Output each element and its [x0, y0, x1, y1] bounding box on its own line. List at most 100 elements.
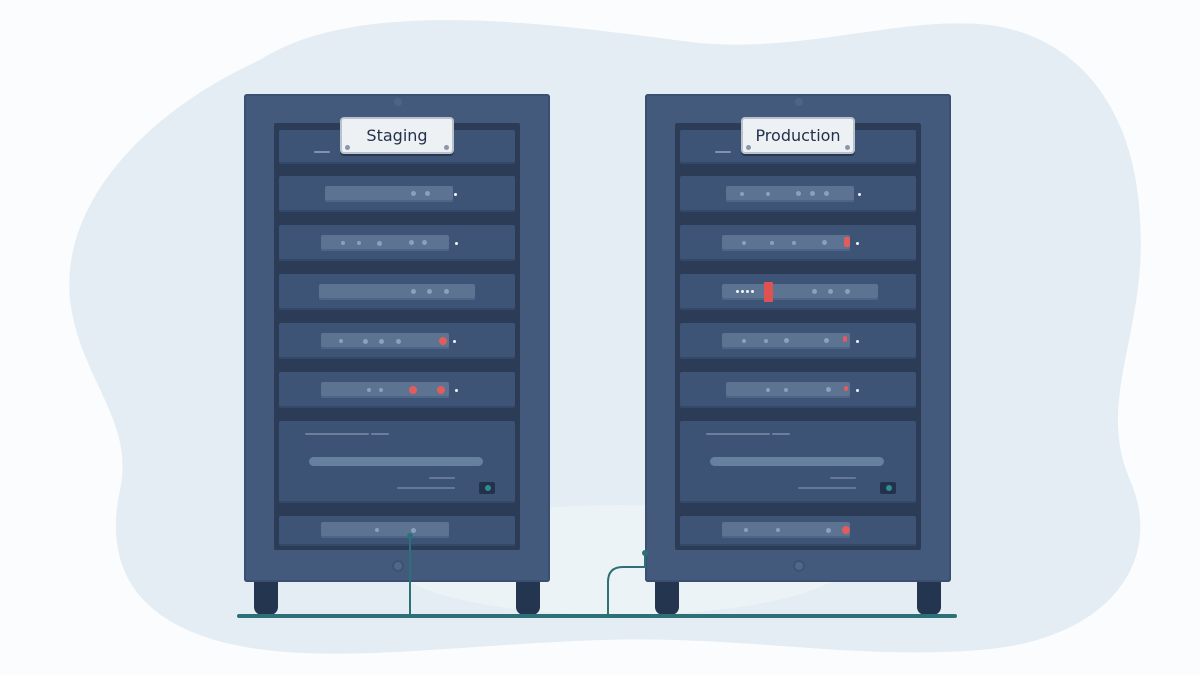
status-led [375, 528, 379, 532]
drive-slot [722, 522, 850, 538]
server-unit [279, 225, 515, 261]
server-unit [680, 372, 916, 408]
status-led [339, 339, 343, 343]
status-led [740, 192, 744, 196]
production-cable [607, 552, 646, 616]
server-unit [680, 176, 916, 212]
drive-slot [319, 284, 475, 300]
status-led [411, 528, 416, 533]
status-led [411, 191, 416, 196]
staging-rack: Staging [244, 94, 550, 615]
status-led [812, 289, 817, 294]
status-led [828, 289, 833, 294]
status-led [784, 388, 788, 392]
status-led [751, 290, 754, 293]
server-unit [279, 274, 515, 310]
vent-tick [772, 433, 790, 435]
port-led [485, 485, 491, 491]
plate-screw [345, 145, 350, 150]
plate-screw [444, 145, 449, 150]
status-led [454, 193, 457, 196]
status-led [363, 339, 368, 344]
cabinet-base-detail [793, 560, 805, 572]
status-led [824, 338, 829, 343]
status-led [379, 388, 383, 392]
status-led [367, 388, 371, 392]
alert-led [843, 336, 847, 342]
cabinet-top-detail [394, 98, 402, 106]
status-led [422, 240, 427, 245]
drive-slot [726, 186, 854, 202]
drive-slot [321, 333, 449, 349]
server-unit [680, 274, 916, 310]
status-led [411, 289, 416, 294]
cabinet-base-detail [392, 560, 404, 572]
server-unit [279, 372, 515, 408]
rack-label-plate: Staging [340, 117, 454, 154]
status-led [377, 241, 382, 246]
status-led [742, 241, 746, 245]
drive-rail [710, 457, 884, 466]
status-led [409, 240, 414, 245]
drive-slot [321, 522, 449, 538]
status-led [455, 389, 458, 392]
drive-slot [726, 382, 850, 398]
alert-led [409, 386, 417, 394]
floor-cable-line [237, 614, 957, 618]
status-led [396, 339, 401, 344]
server-unit [279, 323, 515, 359]
server-unit [680, 323, 916, 359]
server-unit [279, 176, 515, 212]
alert-led [764, 282, 773, 302]
vent-tick [715, 151, 731, 153]
status-led [764, 339, 768, 343]
storage-unit [279, 421, 515, 503]
status-led [826, 387, 831, 392]
production-rack: Production [645, 94, 951, 615]
status-led [856, 389, 859, 392]
status-led [796, 191, 801, 196]
cabinet-top-detail [795, 98, 803, 106]
rack-bay [675, 123, 921, 550]
rack-label-plate: Production [741, 117, 855, 154]
status-led [425, 191, 430, 196]
drive-slot [321, 235, 449, 251]
plate-screw [845, 145, 850, 150]
plate-screw [746, 145, 751, 150]
rack-cabinet: Staging [244, 94, 550, 582]
alert-led [844, 386, 848, 391]
status-led [453, 340, 456, 343]
vent-tick [798, 487, 856, 489]
rack-leg-right [516, 582, 540, 615]
vent-tick [429, 477, 455, 479]
status-led [379, 339, 384, 344]
alert-led [842, 526, 850, 534]
server-unit [279, 516, 515, 546]
status-led [357, 241, 361, 245]
vent-tick [371, 433, 389, 435]
status-led [824, 191, 829, 196]
cable-plug [407, 533, 413, 539]
status-led [746, 290, 749, 293]
storage-unit [680, 421, 916, 503]
alert-led [844, 237, 850, 247]
vent-tick [305, 433, 369, 435]
status-led [742, 339, 746, 343]
status-led [810, 191, 815, 196]
status-led [455, 242, 458, 245]
vent-tick [397, 487, 455, 489]
port-led [886, 485, 892, 491]
vent-tick [706, 433, 770, 435]
rack-label: Staging [366, 126, 428, 145]
vent-tick [830, 477, 856, 479]
status-led [427, 289, 432, 294]
status-led [766, 388, 770, 392]
server-unit [680, 516, 916, 546]
status-led [776, 528, 780, 532]
status-led [741, 290, 744, 293]
rack-leg-left [254, 582, 278, 615]
status-led [766, 192, 770, 196]
